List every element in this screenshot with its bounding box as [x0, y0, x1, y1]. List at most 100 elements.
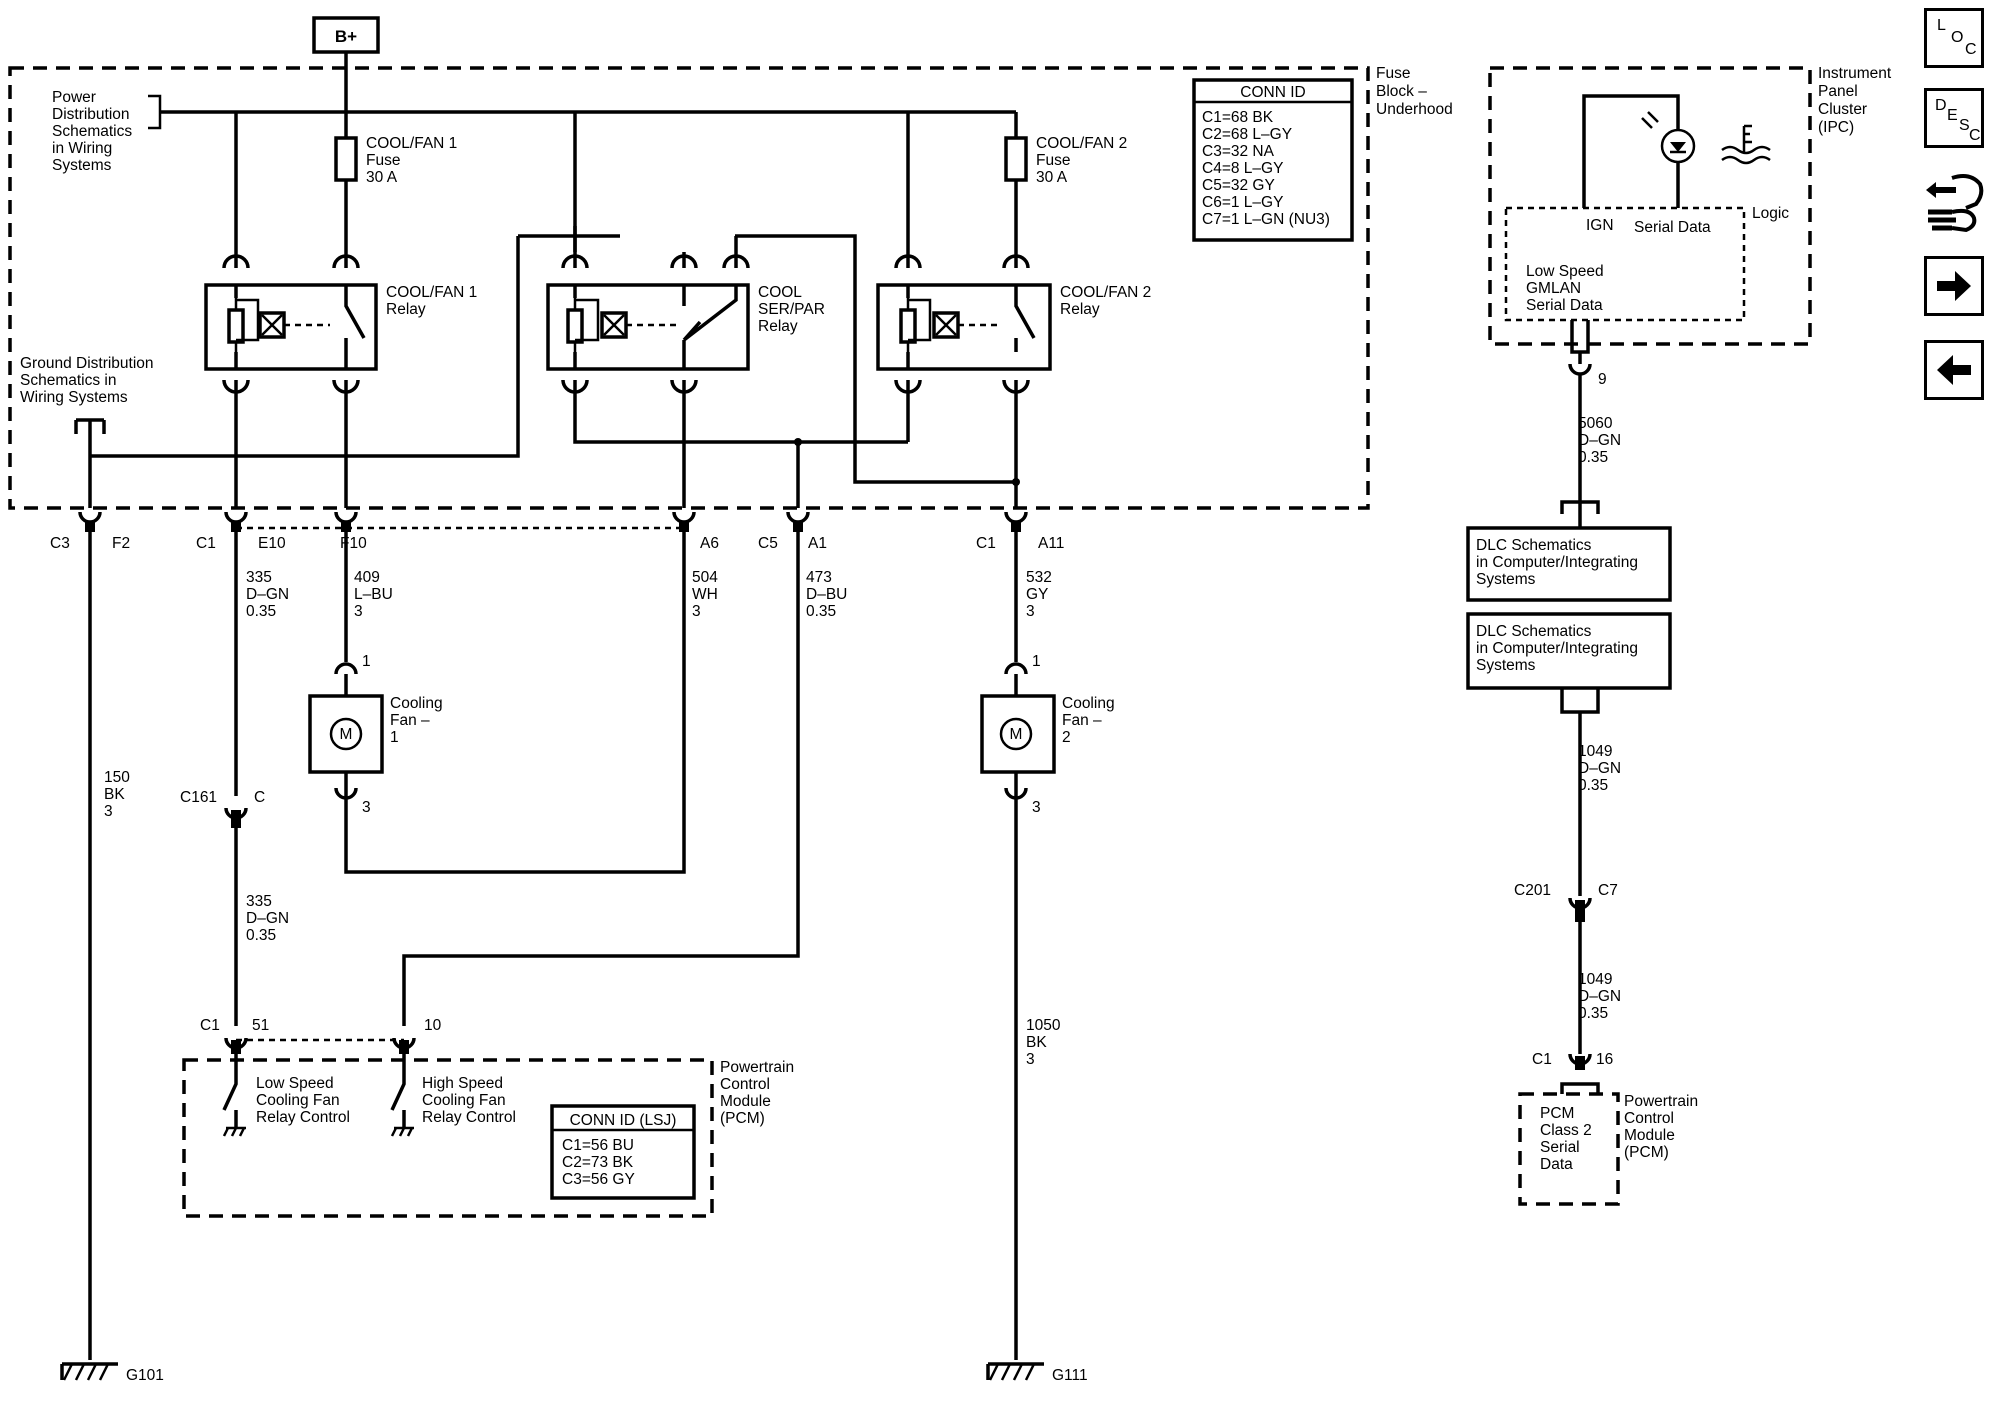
svg-text:Serial Data: Serial Data [1526, 297, 1603, 314]
previous-page-button[interactable] [1924, 340, 1984, 400]
svg-text:Relay: Relay [386, 301, 426, 318]
svg-text:Module: Module [1624, 1127, 1675, 1144]
svg-text:1050: 1050 [1026, 1017, 1061, 1034]
svg-text:COOL/FAN 1: COOL/FAN 1 [366, 135, 457, 152]
svg-text:G101: G101 [126, 1367, 164, 1384]
svg-text:C2=73 BK: C2=73 BK [562, 1154, 634, 1171]
svg-text:Power: Power [52, 89, 96, 106]
svg-text:3: 3 [354, 603, 363, 620]
svg-text:F10: F10 [340, 535, 367, 552]
svg-text:Control: Control [1624, 1110, 1674, 1127]
svg-text:D–BU: D–BU [806, 586, 847, 603]
cool-ser-par-relay: COOL SER/PAR Relay [546, 252, 825, 398]
svg-text:409: 409 [354, 569, 380, 586]
svg-text:BK: BK [1026, 1034, 1047, 1051]
power-bus [160, 52, 1018, 252]
svg-text:C2=68 L–GY: C2=68 L–GY [1202, 126, 1292, 143]
connector-hand-icon [1926, 174, 1984, 233]
svg-text:3: 3 [362, 799, 371, 816]
svg-text:High Speed: High Speed [422, 1075, 503, 1092]
svg-text:CONN ID (LSJ): CONN ID (LSJ) [570, 1112, 677, 1129]
desc-letter-e: E [1947, 107, 1958, 124]
svg-text:Cooling: Cooling [390, 695, 443, 712]
arrow-right-icon [1937, 271, 1971, 301]
svg-text:DLC Schematics: DLC Schematics [1476, 537, 1592, 554]
svg-text:Powertrain: Powertrain [1624, 1093, 1698, 1110]
svg-text:504: 504 [692, 569, 718, 586]
svg-text:SER/PAR: SER/PAR [758, 301, 825, 318]
desc-letter-s: S [1959, 117, 1970, 134]
location-view-button[interactable]: L O C [1924, 8, 1984, 68]
svg-text:CONN ID: CONN ID [1240, 84, 1305, 101]
svg-text:0.35: 0.35 [1578, 1005, 1608, 1022]
svg-text:C1: C1 [196, 535, 216, 552]
arrow-left-icon [1937, 355, 1971, 385]
svg-text:Relay: Relay [758, 318, 798, 335]
dlc-schematics-box-upper: DLC Schematics in Computer/Integrating S… [1466, 526, 1672, 602]
svg-text:Instrument: Instrument [1818, 65, 1892, 82]
svg-text:C6=1 L–GY: C6=1 L–GY [1202, 194, 1283, 211]
splice-dot [794, 438, 802, 446]
dlc-schematics-box-lower: DLC Schematics in Computer/Integrating S… [1466, 612, 1672, 690]
svg-text:C5: C5 [758, 535, 778, 552]
svg-text:0.35: 0.35 [1578, 449, 1608, 466]
svg-text:A6: A6 [700, 535, 719, 552]
fuse-block-outline [8, 66, 1370, 510]
svg-text:1: 1 [390, 729, 399, 746]
harness-wiring [88, 534, 1018, 1360]
svg-text:C1: C1 [1532, 1051, 1552, 1068]
connector-view-button[interactable] [1922, 168, 1986, 236]
desc-letter-c: C [1969, 127, 1981, 144]
svg-text:10: 10 [424, 1017, 442, 1034]
svg-text:Relay Control: Relay Control [422, 1109, 516, 1126]
pcm-conn-id-table: CONN ID (LSJ) C1=56 BU C2=73 BK C3=56 GY [550, 1104, 696, 1200]
svg-text:3: 3 [1032, 799, 1041, 816]
pcm-class-2-serial-data: PCM Class 2 Serial Data Powertrain Contr… [1518, 1092, 1698, 1206]
svg-text:1049: 1049 [1578, 743, 1612, 760]
cool-fan-2-relay: COOL/FAN 2 Relay [876, 252, 1151, 508]
svg-text:in Computer/Integrating: in Computer/Integrating [1476, 640, 1638, 657]
svg-text:Systems: Systems [52, 157, 112, 174]
svg-text:G111: G111 [1052, 1367, 1088, 1384]
svg-text:C3: C3 [50, 535, 70, 552]
svg-text:(PCM): (PCM) [720, 1110, 765, 1127]
svg-text:335: 335 [246, 569, 272, 586]
loc-letter-o: O [1951, 29, 1964, 46]
loc-letter-c: C [1965, 41, 1977, 58]
svg-text:M: M [340, 726, 353, 743]
svg-text:D–GN: D–GN [246, 910, 289, 927]
svg-text:Schematics in: Schematics in [20, 372, 116, 389]
svg-text:0.35: 0.35 [1578, 777, 1608, 794]
svg-text:in Wiring: in Wiring [52, 140, 112, 157]
description-view-button[interactable]: D E S C [1924, 88, 1984, 148]
svg-text:3: 3 [692, 603, 701, 620]
svg-text:Fan –: Fan – [1062, 712, 1102, 729]
svg-text:Powertrain: Powertrain [720, 1059, 794, 1076]
ground-g101: G101 [60, 1362, 164, 1384]
battery-positive-terminal: B+ [312, 16, 380, 54]
svg-text:3: 3 [1026, 1051, 1035, 1068]
svg-text:C201: C201 [1514, 882, 1551, 899]
next-page-button[interactable] [1924, 256, 1984, 316]
power-distribution-label: Power Distribution Schematics in Wiring … [52, 89, 162, 174]
svg-text:Class 2: Class 2 [1540, 1122, 1592, 1139]
svg-text:C5=32 GY: C5=32 GY [1202, 177, 1275, 194]
svg-text:A11: A11 [1038, 535, 1064, 552]
cooling-fan-2-motor: M 1 3 Cooling Fan – 2 [980, 653, 1115, 816]
ground-g111: G111 [986, 1362, 1088, 1384]
coolant-temperature-indicator-icon [1641, 111, 1771, 165]
svg-text:COOL/FAN 1: COOL/FAN 1 [386, 284, 477, 301]
svg-text:Fan –: Fan – [390, 712, 430, 729]
svg-text:3: 3 [104, 803, 113, 820]
svg-text:Fuse: Fuse [1376, 65, 1410, 82]
splice-dot [1012, 478, 1020, 486]
svg-text:COOL/FAN 2: COOL/FAN 2 [1036, 135, 1127, 152]
svg-text:in Computer/Integrating: in Computer/Integrating [1476, 554, 1638, 571]
svg-text:DLC Schematics: DLC Schematics [1476, 623, 1592, 640]
svg-text:Systems: Systems [1476, 657, 1536, 674]
svg-text:WH: WH [692, 586, 718, 603]
svg-text:0.35: 0.35 [806, 603, 836, 620]
svg-text:Fuse: Fuse [1036, 152, 1070, 169]
svg-text:COOL/FAN 2: COOL/FAN 2 [1060, 284, 1151, 301]
